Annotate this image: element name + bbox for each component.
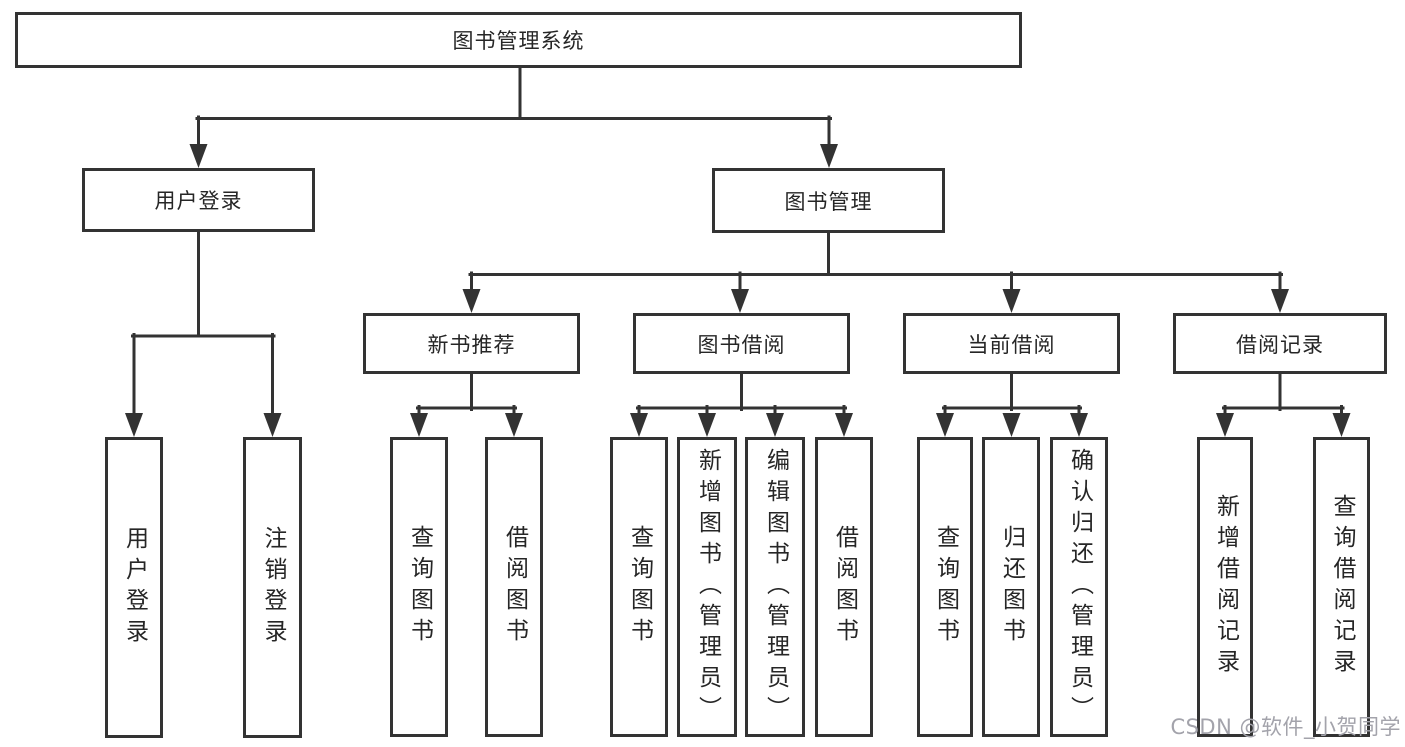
leaf-bb-borrow-book: 借阅图书 [815, 437, 873, 737]
leaf-bb-query-book-label: 查询图书 [626, 525, 653, 649]
current-borrow-label: 当前借阅 [967, 332, 1056, 357]
leaf-bb-edit-book: 编辑图书（管理员） [745, 437, 805, 737]
leaf-logout: 注销登录 [243, 437, 302, 738]
leaf-cb-return-book: 归还图书 [982, 437, 1040, 737]
leaf-nb-query-book-label: 查询图书 [406, 525, 433, 649]
leaf-nb-borrow-book: 借阅图书 [485, 437, 543, 737]
csdn-watermark: CSDN @软件_小贺同学 [1170, 715, 1401, 739]
leaf-logout-label: 注销登录 [260, 525, 286, 650]
leaf-cb-query-book-label: 查询图书 [932, 525, 959, 649]
current-borrow-box: 当前借阅 [903, 313, 1120, 374]
root-label: 图书管理系统 [452, 29, 585, 53]
leaf-br-query-record: 查询借阅记录 [1313, 437, 1370, 737]
user-login-box: 用户登录 [82, 168, 315, 232]
user-login-label: 用户登录 [154, 189, 243, 213]
book-borrow-label: 图书借阅 [697, 332, 786, 357]
book-management-label: 图书管理 [784, 189, 873, 214]
leaf-cb-return-book-label: 归还图书 [998, 525, 1025, 649]
leaf-bb-add-book-label: 新增图书（管理员） [694, 447, 721, 727]
leaf-bb-query-book: 查询图书 [610, 437, 668, 737]
leaf-user-login: 用户登录 [105, 437, 163, 738]
borrow-record-box: 借阅记录 [1173, 313, 1387, 374]
root-box: 图书管理系统 [15, 12, 1022, 68]
leaf-cb-confirm-return-label: 确认归还（管理员） [1066, 447, 1093, 727]
leaf-br-add-record-label: 新增借阅记录 [1212, 494, 1239, 680]
leaf-bb-borrow-book-label: 借阅图书 [831, 525, 858, 649]
leaf-bb-edit-book-label: 编辑图书（管理员） [762, 447, 789, 727]
leaf-br-query-record-label: 查询借阅记录 [1329, 494, 1355, 680]
leaf-bb-add-book: 新增图书（管理员） [677, 437, 737, 737]
book-management-box: 图书管理 [712, 168, 945, 233]
new-book-recommend-box: 新书推荐 [363, 313, 580, 374]
leaf-nb-borrow-book-label: 借阅图书 [501, 525, 528, 649]
leaf-cb-query-book: 查询图书 [917, 437, 973, 737]
new-book-recommend-label: 新书推荐 [427, 332, 516, 357]
leaf-cb-confirm-return: 确认归还（管理员） [1050, 437, 1108, 737]
leaf-br-add-record: 新增借阅记录 [1197, 437, 1253, 737]
borrow-record-label: 借阅记录 [1236, 332, 1324, 357]
book-borrow-box: 图书借阅 [633, 313, 850, 374]
leaf-user-login-label: 用户登录 [121, 525, 148, 650]
leaf-nb-query-book: 查询图书 [390, 437, 448, 737]
